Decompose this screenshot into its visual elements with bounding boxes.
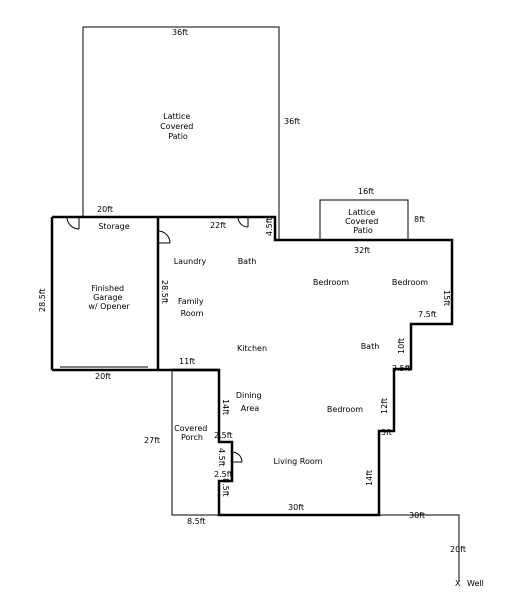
house-perimeter: [52, 215, 454, 517]
walls: [50, 26, 460, 582]
dim-porch-vertical: 14ft: [221, 399, 230, 415]
dim-right-step: 2.5ft: [392, 364, 411, 373]
room-labels: Lattice Covered Patio Lattice Covered Pa…: [88, 112, 428, 466]
patio-outline: [82, 26, 280, 240]
room-bedroom-c: Bedroom: [327, 405, 363, 414]
room-garage: Finished Garage w/ Opener: [88, 284, 130, 311]
dim-storage-step: 4.5ft: [265, 217, 274, 236]
dim-right-lower: 10ft: [397, 338, 406, 354]
well-x-marker: X: [455, 579, 461, 588]
dim-house-right: 15ft: [442, 290, 451, 306]
dim-garage-bottom: 20ft: [95, 372, 111, 381]
dim-porch-step: 2.5ft: [214, 431, 233, 440]
door-swing-storage: [66, 216, 80, 230]
dim-house-top: 32ft: [354, 246, 370, 255]
door-swing-porch: [231, 451, 243, 463]
dim-house-bottom: 30ft: [288, 503, 304, 512]
room-kitchen: Kitchen: [237, 344, 267, 353]
room-lattice-patio: Lattice Covered Patio: [160, 112, 196, 141]
well-label: Well: [467, 579, 484, 588]
room-dining: Dining Area: [236, 391, 264, 413]
porch-outline: [171, 370, 219, 516]
dim-porch-inset: 4.5ft: [217, 448, 226, 467]
dim-right-jog: 7.5ft: [418, 310, 437, 319]
room-bedroom-a: Bedroom: [313, 278, 349, 287]
dim-patio-bottom: 20ft: [97, 205, 113, 214]
dim-right-jog2: 3ft: [381, 428, 392, 437]
room-storage: Storage: [98, 222, 129, 231]
well-marker: X Well: [455, 579, 484, 588]
dim-ell-left: 27ft: [144, 436, 160, 445]
dim-patio-right: 36ft: [284, 117, 300, 126]
line-to-well: [379, 514, 460, 582]
dim-small-patio-right: 8ft: [414, 215, 425, 224]
dim-small-patio-top: 16ft: [358, 187, 374, 196]
dim-line-to-well: 30ft: [409, 511, 425, 520]
dim-interior-wall: 28.5ft: [160, 280, 169, 304]
dim-well-drop: 20ft: [450, 545, 466, 554]
dim-garage-left: 28.5ft: [38, 288, 47, 312]
dim-storage-right: 22ft: [210, 221, 226, 230]
dim-porch-bottom: 8.5ft: [187, 517, 206, 526]
dim-right-mid: 12ft: [380, 398, 389, 414]
room-living: Living Room: [273, 457, 322, 466]
dim-ell-top: 11ft: [179, 357, 195, 366]
room-family: Family Room: [178, 297, 206, 318]
dim-porch-lower: 8.5ft: [221, 478, 230, 497]
dim-porch-small: 2.5ft: [214, 470, 233, 479]
room-bedroom-b: Bedroom: [392, 278, 428, 287]
room-covered-porch: Covered Porch: [174, 424, 210, 442]
door-swing-family: [157, 230, 171, 244]
room-bath-upper: Bath: [238, 257, 257, 266]
room-laundry: Laundry: [174, 257, 207, 266]
dim-right-bottom: 14ft: [365, 470, 374, 486]
door-swing-laundry: [237, 216, 249, 228]
small-patio-outline: [319, 199, 409, 240]
dim-patio-top: 36ft: [172, 28, 188, 37]
dimension-labels: 36ft 36ft 20ft 16ft 8ft 22ft 4.5ft 32ft …: [38, 28, 466, 554]
room-lattice-patio-small: Lattice Covered Patio: [345, 208, 381, 235]
room-bath-lower: Bath: [361, 342, 380, 351]
